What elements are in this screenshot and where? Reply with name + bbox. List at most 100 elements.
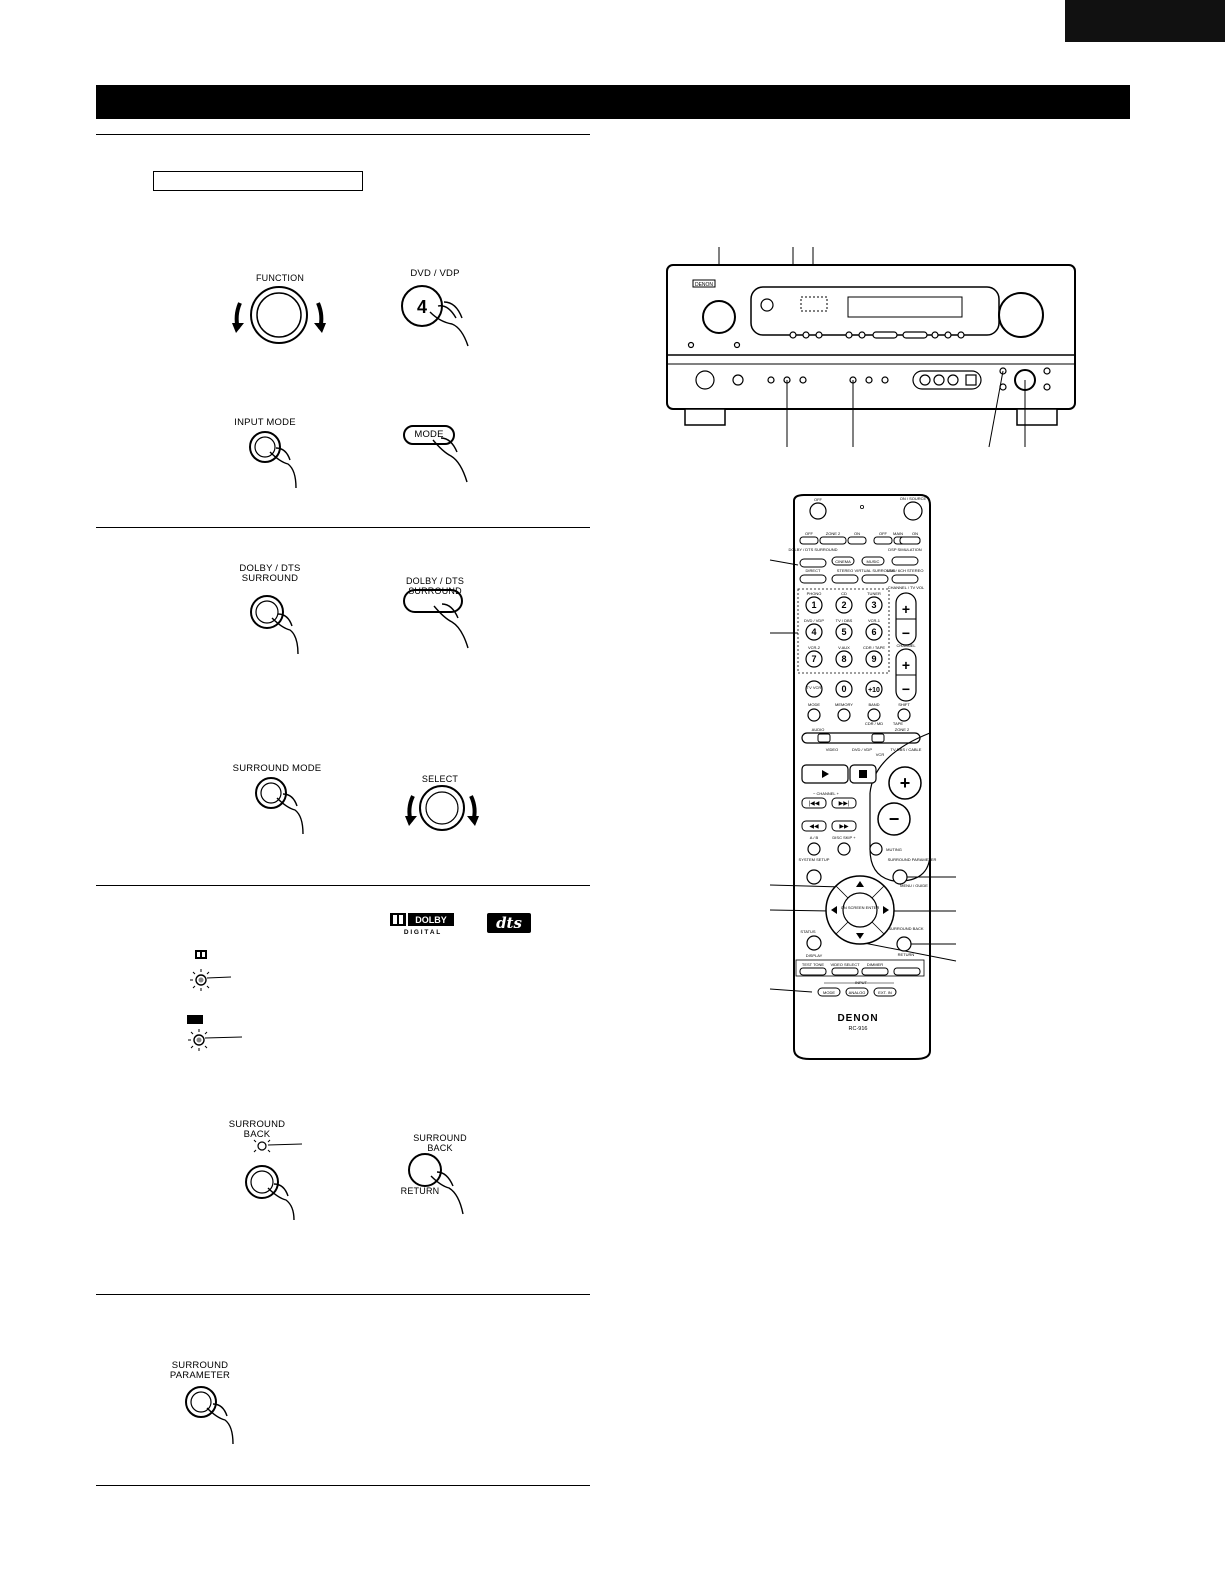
main-on-label: ON [912, 531, 918, 536]
tape-label: TAPE [893, 721, 903, 726]
num-3: 3 [871, 600, 876, 610]
rule-4 [96, 1294, 590, 1295]
input-mode-button[interactable] [248, 430, 318, 494]
remote-off-label: OFF [814, 497, 823, 502]
status-label: STATUS [800, 929, 816, 934]
zone2-label: ZONE 2 [826, 531, 841, 536]
remote-model: RC-916 [849, 1026, 868, 1032]
remote-cinema-label: CINEMA [835, 559, 851, 564]
tv-dbs-label: TV / DBS [836, 618, 853, 623]
cdr-tape-label: CDR / TAPE [863, 645, 885, 650]
channel-tv-vol-label: CHANNEL / TV VOL [888, 585, 925, 590]
receiver-front-panel: DENON [666, 247, 1076, 448]
vcr-label: VCR [876, 752, 885, 757]
dimmer-label: DIMMER [867, 962, 883, 967]
dolby-indicator-icon [190, 950, 232, 991]
input-label: INPUT [855, 980, 868, 985]
mode-label: MODE [414, 429, 444, 440]
function-knob[interactable] [230, 285, 330, 345]
analog-label: ANALOG [849, 990, 866, 995]
mode-button[interactable] [403, 424, 493, 488]
dolby-logo-sub: D I G I T A L [404, 929, 440, 936]
receiver-brand: DENON [695, 282, 713, 288]
surround-parameter-button[interactable] [183, 1386, 263, 1450]
function-label: FUNCTION [255, 273, 305, 283]
page-tab [1065, 0, 1225, 42]
dvd-vdp-label: DVD / VDP [410, 268, 460, 279]
num-0: 0 [841, 684, 846, 694]
svg-text:−: − [902, 625, 910, 641]
return-label: RETURN [400, 1186, 440, 1196]
surround-parameter-remote-label: SURROUND PARAMETER [888, 857, 937, 862]
shift-label: SHIFT [898, 702, 910, 707]
cdr-md-label: CDR / MD [865, 721, 883, 726]
tv-dbs-cable-label: TV DBS / CABLE [891, 747, 922, 752]
num-4: 4 [811, 627, 816, 637]
test-tone-label: TEST TONE [802, 962, 825, 967]
rule-1 [96, 134, 590, 135]
surround-mode-label: SURROUND MODE [232, 763, 322, 774]
svg-text:+: + [900, 773, 911, 793]
memory-label: MEMORY [835, 702, 853, 707]
dolby-digital-logo: DOLBY D I G I T A L [390, 913, 454, 936]
rule-5 [96, 1485, 590, 1486]
main-off-label: OFF [879, 531, 888, 536]
zone2-switch-label: ZONE 2 [895, 727, 910, 732]
display-label: DISPLAY [806, 953, 823, 958]
rule-2 [96, 527, 590, 528]
remote-mode-label: MODE [808, 702, 820, 707]
svg-text:+: + [902, 601, 910, 617]
ab-label: A / B [810, 835, 819, 840]
dolby-dts-surround-remote-button[interactable] [400, 588, 490, 652]
surround-back-remote-label: SURROUND BACK [888, 926, 923, 931]
dolby-dts-surround-button[interactable] [250, 592, 330, 662]
surround-mode-button[interactable] [255, 776, 335, 842]
num-7: 7 [811, 654, 816, 664]
band-label: BAND [868, 702, 879, 707]
menu-guide-label: MENU / GUIDE [900, 883, 928, 888]
dvd-vdp2-label: DVD / VDP [852, 747, 872, 752]
select-label: SELECT [421, 774, 459, 784]
remote-music-label: MUSIC [867, 559, 880, 564]
dolby-logo-word: DOLBY [415, 915, 447, 925]
svg-text:+: + [902, 657, 910, 673]
audio-label: AUDIO [812, 727, 825, 732]
surround-back-remote-button[interactable] [403, 1152, 493, 1222]
video-label: VIDEO [826, 747, 838, 752]
dts-indicator-icon [187, 1015, 243, 1051]
svg-text:▶▶|: ▶▶| [839, 801, 850, 807]
num-1: 1 [811, 600, 816, 610]
svg-text:|◀◀: |◀◀ [809, 801, 820, 807]
select-knob[interactable] [403, 784, 483, 844]
remote-brand: DENON [837, 1013, 878, 1024]
num-9: 9 [871, 654, 876, 664]
tuner-label: TUNER [867, 591, 881, 596]
on-screen-enter-label: ON SCREEN ENTER [841, 905, 880, 910]
input-mode-remote-label: MODE [823, 990, 835, 995]
rule-3 [96, 885, 590, 886]
remote-direct-label: DIRECT [806, 568, 821, 573]
surround-parameter-label: SURROUND PARAMETER [169, 1360, 231, 1381]
num-6: 6 [871, 627, 876, 637]
phono-label: PHONO [807, 591, 822, 596]
dvd-vdp-number: 4 [417, 297, 427, 317]
vaux-label: V.AUX [838, 645, 850, 650]
channel-label: CHANNEL [896, 643, 916, 648]
channel-pm-label: − CHANNEL + [813, 791, 840, 796]
remote-stereo-label: STEREO [837, 568, 853, 573]
disc-skip-label: DISC SKIP + [832, 835, 856, 840]
svg-text:▶▶: ▶▶ [839, 824, 849, 830]
input-mode-label: INPUT MODE [234, 417, 296, 428]
zone2-on-label: ON [854, 531, 860, 536]
system-setup-label: SYSTEM SETUP [799, 857, 830, 862]
remote-5ch-label: 5CH / 6CH STEREO [887, 568, 924, 573]
num-2: 2 [841, 600, 846, 610]
cd-label: CD [841, 591, 847, 596]
svg-text:◀◀: ◀◀ [809, 824, 819, 830]
num-plus10: +10 [868, 687, 880, 694]
surround-back-front-button[interactable] [240, 1139, 320, 1221]
dvd-vdp-button[interactable]: 4 [400, 282, 490, 352]
muting-label: MUTING [886, 847, 902, 852]
dts-logo-word: dts [496, 914, 522, 932]
surround-back-left-label: SURROUND BACK [228, 1119, 286, 1140]
